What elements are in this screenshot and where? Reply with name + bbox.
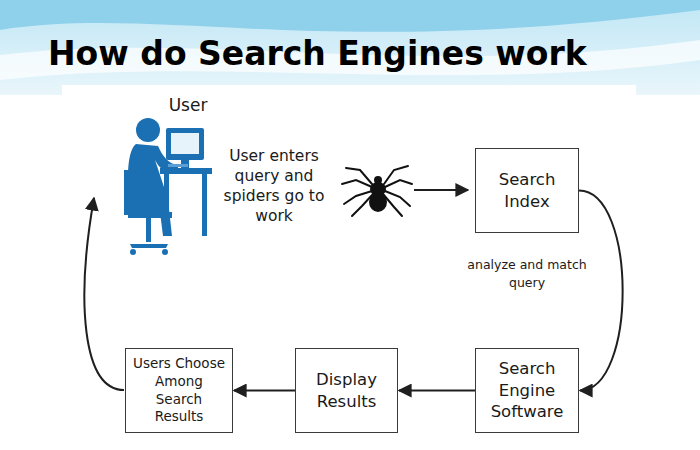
spider-arrow bbox=[414, 189, 468, 191]
box-text: Search Index bbox=[482, 169, 572, 212]
diagram-panel bbox=[62, 85, 636, 450]
process-box: Search Index bbox=[475, 148, 579, 233]
step-note: User enters query and spiders go to work bbox=[222, 146, 326, 227]
return-arrow bbox=[84, 198, 124, 390]
box-text: Users Choose Among Search Results bbox=[132, 355, 226, 425]
process-box: Display Results bbox=[295, 348, 398, 433]
figure-label: User bbox=[168, 94, 208, 116]
box-text: Search Engine Software bbox=[482, 358, 572, 422]
box-text: Display Results bbox=[302, 369, 391, 412]
banner-ground bbox=[0, 0, 700, 95]
flow-arrow bbox=[234, 390, 295, 392]
user-figure bbox=[124, 118, 212, 255]
process-box: Search Engine Software bbox=[475, 348, 579, 433]
page-title: How do Search Engines work bbox=[48, 34, 587, 73]
process-box: Users Choose Among Search Results bbox=[125, 348, 233, 433]
spider-icon bbox=[342, 166, 412, 216]
edge-label: analyze and match query bbox=[462, 256, 592, 292]
flow-arrow bbox=[399, 390, 475, 392]
banner-wave bbox=[0, 0, 700, 32]
